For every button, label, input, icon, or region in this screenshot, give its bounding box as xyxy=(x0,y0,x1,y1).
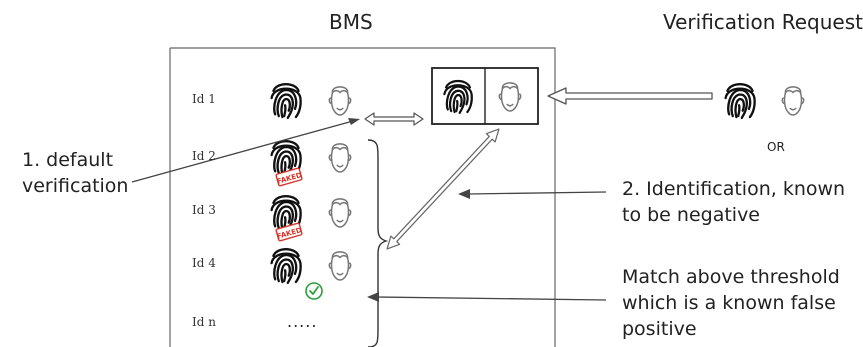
verification-request-title: Verification Request xyxy=(663,10,863,34)
face-icon xyxy=(328,143,352,173)
face-icon xyxy=(328,86,352,116)
face-icon xyxy=(328,251,352,281)
default-verification-annotation: 1. default verification xyxy=(22,147,128,199)
fingerprint-icon xyxy=(270,82,302,120)
more-entries-ellipsis: ..... xyxy=(287,312,318,331)
fingerprint-icon xyxy=(724,82,756,120)
id-label: Id 4 xyxy=(192,256,216,270)
id-label: Id 2 xyxy=(192,149,216,163)
annotation-line: which is a known false xyxy=(622,292,836,314)
or-label: OR xyxy=(767,140,785,154)
faked-stamp-icon: FAKED xyxy=(275,167,303,187)
annotation-line: Match above threshold xyxy=(622,266,840,288)
pointer-arrow xyxy=(467,191,607,195)
annotation-line: 2. Identification, known xyxy=(622,178,846,200)
annotation-line: verification xyxy=(22,175,129,197)
false-positive-annotation: Match above threshold which is a known f… xyxy=(622,264,840,342)
curly-brace xyxy=(367,139,389,347)
annotation-line: positive xyxy=(622,318,697,340)
identification-arrow xyxy=(386,128,500,250)
pointer-arrow xyxy=(377,296,607,301)
face-icon xyxy=(328,198,352,228)
faked-stamp-icon: FAKED xyxy=(275,222,303,242)
fingerprint-icon xyxy=(270,247,302,285)
pointer-arrow xyxy=(131,120,354,183)
verification-link-arrow xyxy=(364,112,424,126)
annotation-line: to be negative xyxy=(622,204,761,226)
bms-title: BMS xyxy=(329,10,373,34)
identification-annotation: 2. Identification, known to be negative xyxy=(622,176,845,228)
id-label: Id n xyxy=(192,315,216,329)
id-label: Id 1 xyxy=(192,92,216,106)
face-icon xyxy=(781,86,805,116)
match-check-icon xyxy=(305,282,323,300)
id-label: Id 3 xyxy=(192,203,216,217)
request-arrow xyxy=(547,87,713,105)
annotation-line: 1. default xyxy=(22,149,114,171)
bms-database-box xyxy=(169,47,556,347)
